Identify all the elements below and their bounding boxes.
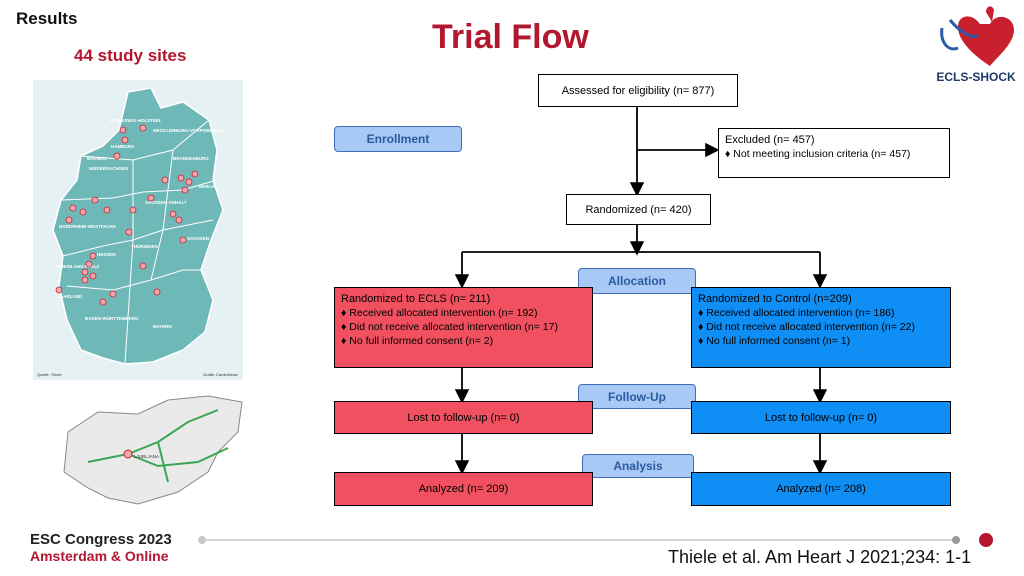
- logo-text: ECLS-SHOCK: [936, 70, 1016, 84]
- control-analyzed-text: Analyzed (n= 208): [776, 483, 866, 495]
- study-site-marker: [123, 449, 133, 459]
- state-label: SACHSEN: [187, 236, 209, 241]
- ecls-item: ♦ No full informed consent (n= 2): [341, 335, 494, 347]
- state-label: NIEDERSACHSEN: [89, 166, 128, 171]
- city-label: LJUBLJANA: [134, 454, 159, 459]
- slovenia-map: LJUBLJANA: [58, 392, 248, 510]
- state-label: HESSEN: [97, 252, 116, 257]
- ecls-group-box: Randomized to ECLS (n= 211) ♦ Received a…: [334, 287, 593, 368]
- randomized-box: Randomized (n= 420): [566, 194, 711, 225]
- study-sites-label: 44 study sites: [74, 46, 187, 65]
- citation: Thiele et al. Am Heart J 2021;234: 1-1: [668, 547, 972, 567]
- assessed-box: Assessed for eligibility (n= 877): [538, 74, 738, 107]
- stage-analysis: Analysis: [582, 454, 694, 478]
- state-label: RHEINLAND-PFALZ: [57, 264, 99, 269]
- state-label: BERLIN: [199, 184, 216, 189]
- ecls-title: Randomized to ECLS (n= 211): [341, 293, 491, 305]
- progress-end-dot: [979, 533, 993, 547]
- study-site-markers: [55, 124, 199, 306]
- map-credit-left: Quelle: Thiele: [37, 372, 62, 377]
- control-group-box: Randomized to Control (n=209) ♦ Received…: [691, 287, 951, 368]
- control-item: ♦ Did not receive allocated intervention…: [698, 321, 915, 333]
- ecls-item: ♦ Did not receive allocated intervention…: [341, 321, 558, 333]
- footer-progress-line: [198, 533, 993, 547]
- state-label: MECKLENBURG-VORPOMMERN: [153, 128, 223, 133]
- state-label: HAMBURG: [111, 144, 135, 149]
- stage-allocation-label: Allocation: [607, 274, 666, 288]
- stage-enrollment-label: Enrollment: [366, 132, 430, 146]
- stage-follow-up: Follow-Up: [578, 384, 696, 409]
- map-credit-right: Grafik: CardioNews: [203, 372, 238, 377]
- randomized-text: Randomized (n= 420): [585, 203, 692, 216]
- ecls-item: ♦ Received allocated intervention (n= 19…: [341, 307, 538, 319]
- excluded-box: Excluded (n= 457) ♦ Not meeting inclusio…: [718, 128, 950, 178]
- excluded-title: Excluded (n= 457): [725, 134, 815, 146]
- congress-location: Amsterdam & Online: [30, 548, 169, 564]
- state-label: SAARLAND: [57, 294, 83, 299]
- state-label: THÜRINGEN: [131, 243, 158, 249]
- state-label: SACHSEN-ANHALT: [145, 200, 187, 205]
- ecls-lost-text: Lost to follow-up (n= 0): [407, 411, 520, 424]
- state-label: BADEN-WÜRTTEMBERG: [85, 315, 139, 321]
- control-title: Randomized to Control (n=209): [698, 293, 852, 305]
- section-label: Results: [16, 9, 78, 28]
- page-title: Trial Flow: [432, 18, 589, 56]
- heart-icon: [940, 6, 1014, 66]
- state-label: NORDRHEIN-WESTFALEN: [59, 224, 116, 229]
- control-item: ♦ Received allocated intervention (n= 18…: [698, 307, 895, 319]
- state-label: BAYERN: [153, 324, 172, 329]
- assessed-text: Assessed for eligibility (n= 877): [561, 84, 715, 97]
- stage-follow-up-label: Follow-Up: [608, 389, 666, 404]
- state-label: SCHLESWIG-HOLSTEIN: [109, 118, 161, 123]
- germany-map: SCHLESWIG-HOLSTEIN MECKLENBURG-VORPOMMER…: [33, 80, 243, 380]
- ecls-lost-box: Lost to follow-up (n= 0): [334, 401, 593, 434]
- ecls-shock-logo: [930, 2, 1022, 92]
- state-label: BRANDENBURG: [173, 156, 209, 161]
- control-analyzed-box: Analyzed (n= 208): [691, 472, 951, 506]
- ecls-analyzed-box: Analyzed (n= 209): [334, 472, 593, 506]
- progress-start-dot: [198, 536, 206, 544]
- control-lost-text: Lost to follow-up (n= 0): [764, 411, 878, 424]
- control-item: ♦ No full informed consent (n= 1): [698, 335, 851, 347]
- control-lost-box: Lost to follow-up (n= 0): [691, 401, 951, 434]
- excluded-item: ♦ Not meeting inclusion criteria (n= 457…: [725, 148, 911, 160]
- state-label: BREMEN: [87, 156, 107, 161]
- ecls-analyzed-text: Analyzed (n= 209): [418, 483, 509, 495]
- progress-marker-dot: [952, 536, 960, 544]
- stage-enrollment: Enrollment: [334, 126, 462, 152]
- stage-allocation: Allocation: [578, 268, 696, 294]
- congress-name: ESC Congress 2023: [30, 531, 172, 548]
- stage-analysis-label: Analysis: [613, 459, 663, 473]
